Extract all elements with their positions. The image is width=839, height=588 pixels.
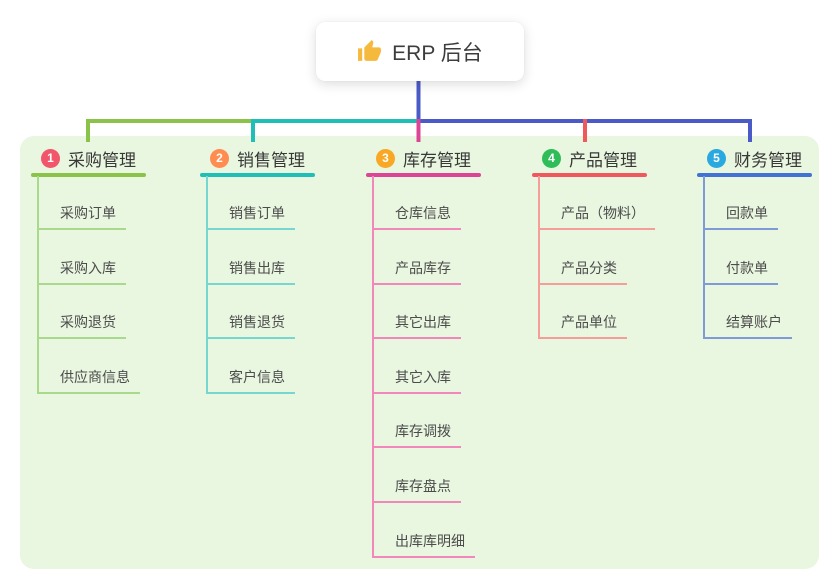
branch-number-badge: 1 (41, 148, 60, 168)
branch-label: 销售管理 (237, 150, 305, 170)
branch-number-badge: 3 (376, 148, 395, 168)
child-node[interactable]: 仓库信息 (372, 204, 461, 230)
branch-header[interactable]: 5 财务管理 (697, 147, 839, 170)
branch-node-库存管理: 3 库存管理仓库信息产品库存其它出库其它入库库存调拨库存盘点出库库明细 (366, 147, 536, 558)
child-node[interactable]: 回款单 (703, 204, 778, 230)
child-node[interactable]: 结算账户 (703, 313, 792, 339)
root-node[interactable]: ERP 后台 (316, 22, 524, 81)
branch-header[interactable]: 3 库存管理 (366, 147, 536, 170)
child-node[interactable]: 产品（物料） (538, 204, 655, 230)
branch-underline (366, 173, 481, 177)
root-title: ERP 后台 (392, 41, 483, 65)
child-node[interactable]: 销售订单 (206, 204, 295, 230)
child-node[interactable]: 销售退货 (206, 313, 295, 339)
child-node[interactable]: 供应商信息 (37, 368, 140, 394)
child-connector-line (372, 176, 374, 558)
branch-node-产品管理: 4 产品管理产品（物料） 产品分类产品单位 (532, 147, 702, 340)
child-node[interactable]: 客户信息 (206, 368, 295, 394)
child-node[interactable]: 产品单位 (538, 313, 627, 339)
branch-header[interactable]: 1 采购管理 (31, 147, 201, 170)
branch-label: 产品管理 (569, 150, 637, 170)
branch-label: 库存管理 (403, 150, 471, 170)
branch-header[interactable]: 2 销售管理 (200, 147, 370, 170)
branch-underline (532, 173, 647, 177)
child-node[interactable]: 其它入库 (372, 368, 461, 394)
child-node[interactable]: 销售出库 (206, 259, 295, 285)
branch-node-采购管理: 1 采购管理采购订单采购入库采购退货供应商信息 (31, 147, 201, 394)
child-node[interactable]: 采购退货 (37, 313, 126, 339)
branch-label: 财务管理 (734, 150, 802, 170)
branch-underline (697, 173, 812, 177)
branch-header[interactable]: 4 产品管理 (532, 147, 702, 170)
branch-underline (200, 173, 315, 177)
branch-number-badge: 5 (707, 148, 726, 168)
child-node[interactable]: 产品库存 (372, 259, 461, 285)
child-node[interactable]: 库存调拨 (372, 422, 461, 448)
child-node[interactable]: 付款单 (703, 259, 778, 285)
child-node[interactable]: 库存盘点 (372, 477, 461, 503)
child-node[interactable]: 产品分类 (538, 259, 627, 285)
branch-node-销售管理: 2 销售管理销售订单销售出库销售退货客户信息 (200, 147, 370, 394)
child-node[interactable]: 出库库明细 (372, 532, 475, 558)
child-connector-line (538, 176, 540, 340)
branches-panel (20, 136, 819, 569)
branch-number-badge: 4 (542, 148, 561, 168)
child-node[interactable]: 采购入库 (37, 259, 126, 285)
branch-underline (31, 173, 146, 177)
child-connector-line (703, 176, 705, 340)
child-node[interactable]: 采购订单 (37, 204, 126, 230)
branch-number-badge: 2 (210, 148, 229, 168)
thumbs-up-icon (357, 39, 382, 64)
branch-node-财务管理: 5 财务管理回款单付款单结算账户 (697, 147, 839, 340)
branch-label: 采购管理 (68, 150, 136, 170)
child-node[interactable]: 其它出库 (372, 313, 461, 339)
